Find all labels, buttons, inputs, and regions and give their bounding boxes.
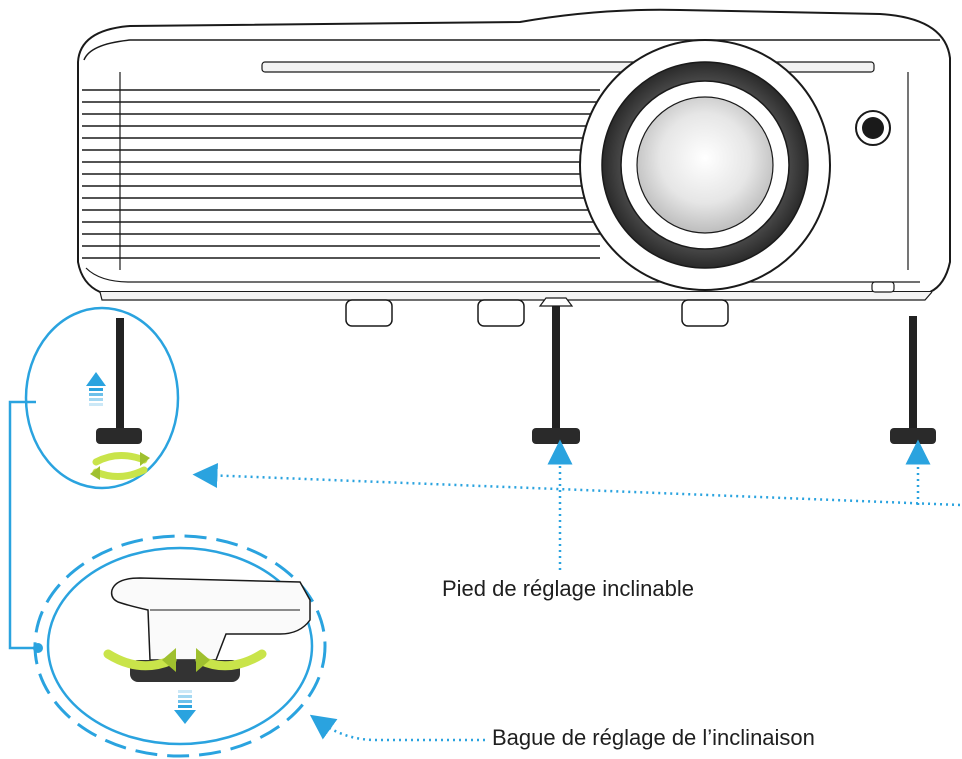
zoom-circle-foot [24,306,180,490]
tilt-foot-label: Pied de réglage inclinable [442,576,694,601]
adjustable-foot-left [96,318,142,444]
callout-arrow-icon [192,439,961,742]
projection-lens-icon [579,39,831,291]
ir-sensor-icon [855,110,891,146]
zoom-circle-ring [33,534,327,758]
rotation-arrows-ring-icon [103,648,267,672]
vent-grille [82,89,600,259]
tilt-ring-label: Bague de réglage de l’inclinaison [492,725,815,750]
down-arrow-icon [174,690,196,724]
adjustable-foot-center [532,297,580,444]
up-arrow-icon [86,372,106,406]
rotation-arrows-icon [90,452,150,480]
connector-line [8,400,38,650]
adjustable-foot-right [890,316,936,444]
